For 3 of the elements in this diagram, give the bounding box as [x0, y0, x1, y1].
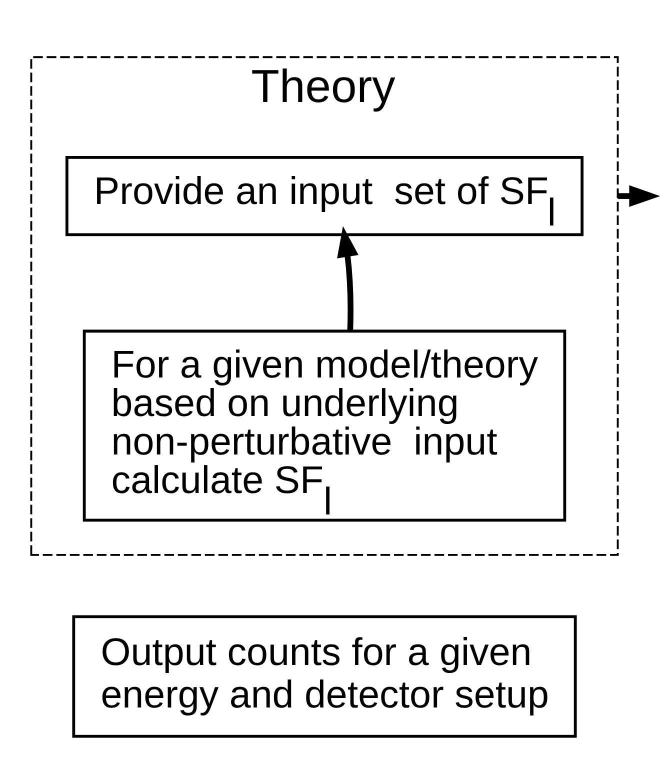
- arrow: [337, 226, 358, 332]
- arrow: [618, 185, 660, 207]
- node-box: Output counts for a given energy and detector setup: [72, 615, 577, 738]
